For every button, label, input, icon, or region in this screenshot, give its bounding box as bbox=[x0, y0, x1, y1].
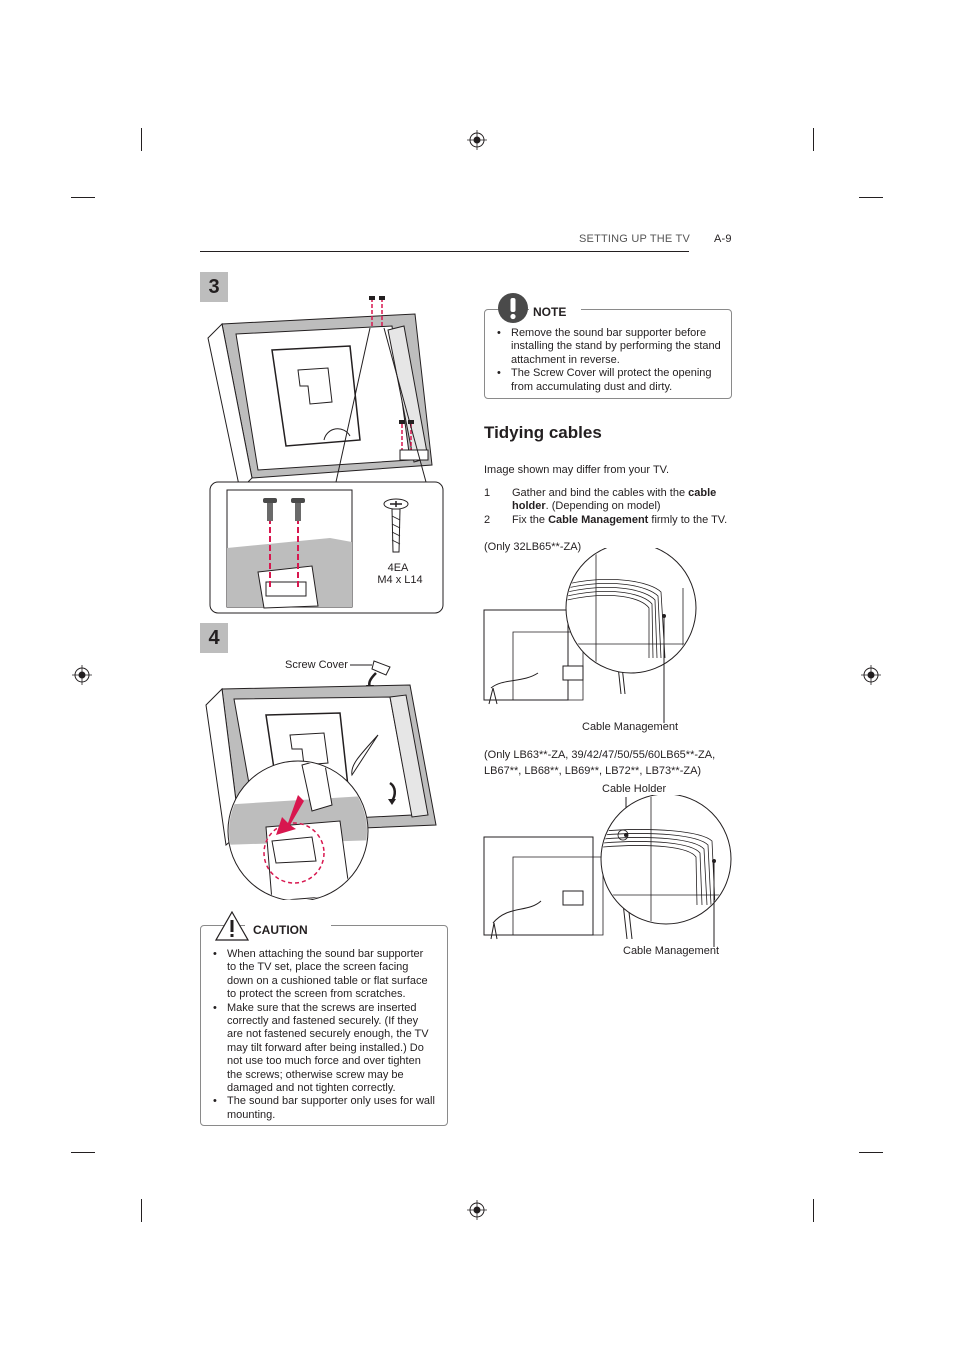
registration-mark-icon bbox=[72, 665, 92, 685]
steps-list: 1 Gather and bind the cables with the ca… bbox=[484, 487, 734, 527]
model-note-1: (Only 32LB65**-ZA) bbox=[484, 541, 582, 553]
step-3-number: 3 bbox=[200, 272, 228, 302]
caution-item: When attaching the sound bar supporter t… bbox=[213, 948, 435, 1002]
note-item: Remove the sound bar supporter before in… bbox=[497, 327, 721, 367]
page-number: A-9 bbox=[714, 233, 732, 245]
registration-mark-icon bbox=[467, 130, 487, 150]
caution-box: CAUTION When attaching the sound bar sup… bbox=[200, 911, 448, 1126]
crop-mark bbox=[141, 1199, 142, 1222]
note-box: NOTE Remove the sound bar supporter befo… bbox=[484, 293, 732, 399]
crop-mark bbox=[813, 1199, 814, 1222]
caution-list: When attaching the sound bar supporter t… bbox=[213, 948, 435, 1122]
cable-management-figure-1 bbox=[483, 548, 697, 723]
caution-item: Make sure that the screws are inserted c… bbox=[213, 1002, 435, 1096]
warning-triangle-icon bbox=[215, 911, 249, 941]
screw-quantity-label: 4EA bbox=[387, 562, 409, 574]
crop-mark bbox=[813, 128, 814, 151]
model-note-2-line-1: (Only LB63**-ZA, 39/42/47/50/55/60LB65**… bbox=[484, 749, 716, 761]
screw-cover-label: Screw Cover bbox=[285, 659, 348, 671]
figure-2-label: Cable Management bbox=[623, 945, 720, 957]
note-item: The Screw Cover will protect the opening… bbox=[497, 367, 721, 394]
crop-mark bbox=[141, 128, 142, 151]
note-title: NOTE bbox=[533, 305, 567, 319]
step-3-illustration bbox=[207, 296, 444, 614]
note-list: Remove the sound bar supporter before in… bbox=[497, 327, 721, 394]
crop-mark bbox=[859, 197, 883, 198]
exclamation-icon bbox=[498, 293, 528, 323]
screw-spec-label: M4 x L14 bbox=[377, 574, 423, 586]
model-note-2-line-2: LB67**, LB68**, LB69**, LB72**, LB73**-Z… bbox=[484, 765, 702, 777]
figure-1-label: Cable Management bbox=[582, 721, 679, 733]
crop-mark bbox=[71, 197, 95, 198]
caution-title: CAUTION bbox=[253, 923, 308, 937]
registration-mark-icon bbox=[467, 1200, 487, 1220]
step-item: 1 Gather and bind the cables with the ca… bbox=[484, 487, 717, 513]
section-heading: Tidying cables bbox=[484, 423, 602, 442]
crop-mark bbox=[71, 1152, 95, 1153]
intro-text: Image shown may differ from your TV. bbox=[484, 464, 670, 476]
cable-holder-label: Cable Holder bbox=[602, 783, 667, 795]
step-4-illustration bbox=[205, 660, 437, 900]
crop-mark bbox=[859, 1152, 883, 1153]
registration-mark-icon bbox=[861, 665, 881, 685]
section-title: SETTING UP THE TV bbox=[579, 233, 690, 245]
step-4-number: 4 bbox=[200, 623, 228, 653]
caution-item: The sound bar supporter only uses for wa… bbox=[213, 1095, 435, 1122]
step-item: 2 Fix the Cable Management firmly to the… bbox=[484, 513, 728, 526]
header-rule bbox=[200, 251, 689, 252]
cable-management-figure-2 bbox=[483, 795, 732, 947]
